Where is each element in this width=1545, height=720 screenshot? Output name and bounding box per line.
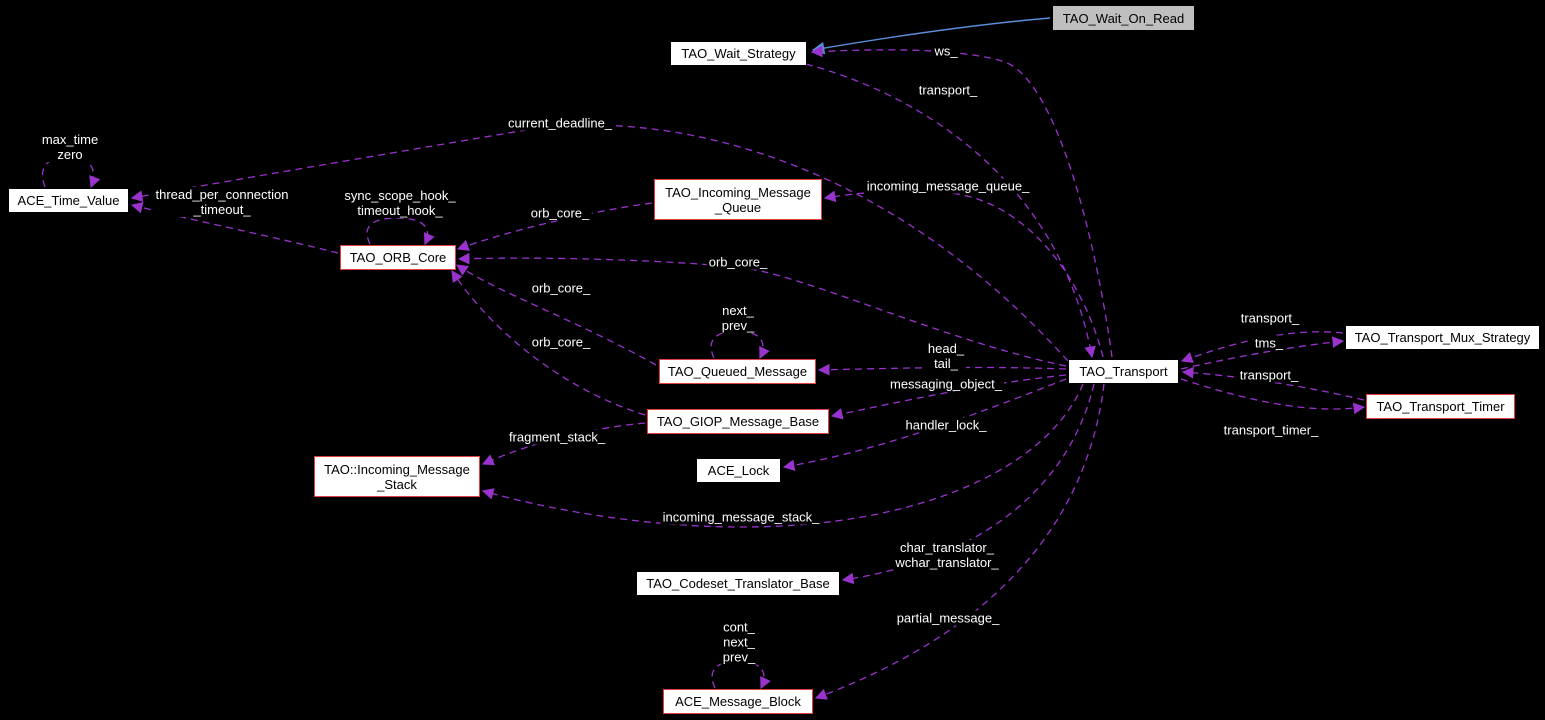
edge-orb-core-from-incoming-queue (456, 202, 653, 251)
edge-next-prev-self-loop (710, 330, 770, 360)
edge-label-thread-per-connection-timeout: thread_per_connection _timeout_ (153, 187, 291, 217)
edge-transport-from-timer (1181, 366, 1365, 401)
node-tao-queued-message[interactable]: TAO_Queued_Message (659, 359, 816, 384)
node-tao-codeset-translator-base[interactable]: TAO_Codeset_Translator_Base (636, 571, 840, 596)
node-tao-transport[interactable]: TAO_Transport (1068, 359, 1179, 384)
edge-label-partial-message: partial_message_ (894, 610, 1002, 626)
edge-label-current-deadline: current_deadline_ (505, 115, 615, 131)
edge-orb-core-from-queued-message (456, 264, 657, 366)
edge-label-transport-from-timer: transport_ (1237, 367, 1301, 383)
edge-label-transport-ws: transport_ (916, 82, 980, 98)
node-ace-time-value[interactable]: ACE_Time_Value (8, 188, 129, 213)
node-tao-giop-message-base[interactable]: TAO_GIOP_Message_Base (647, 409, 829, 434)
node-tao-incoming-message-stack[interactable]: TAO::Incoming_Message _Stack (314, 456, 480, 497)
edge-label-orb-core-from-transport: orb_core_ (706, 254, 770, 270)
edge-tms (1180, 336, 1345, 370)
node-tao-incoming-message-queue[interactable]: TAO_Incoming_Message _Queue (654, 179, 822, 220)
edge-current-deadline (130, 124, 1069, 362)
edge-label-tms: tms_ (1252, 335, 1286, 351)
edge-label-next-prev: next_ prev_ (719, 303, 757, 333)
node-tao-wait-on-read[interactable]: TAO_Wait_On_Read (1052, 5, 1195, 31)
edge-orb-core-self-loop (366, 217, 435, 246)
node-tao-wait-strategy[interactable]: TAO_Wait_Strategy (670, 41, 807, 66)
node-ace-message-block[interactable]: ACE_Message_Block (663, 689, 813, 714)
edge-incoming-message-queue (823, 190, 1104, 358)
edge-label-head-tail: head_ tail_ (925, 341, 967, 371)
edge-inheritance-wait-on-read (811, 17, 1051, 55)
edge-label-incoming-message-stack: incoming_message_stack_ (660, 509, 822, 525)
edge-label-char-wchar-translator: char_translator_ wchar_translator_ (893, 540, 1001, 570)
edge-cont-next-prev-self-loop (711, 660, 771, 690)
node-tao-transport-timer[interactable]: TAO_Transport_Timer (1366, 394, 1515, 419)
edge-transport-from-wait-strategy (805, 63, 1096, 359)
edge-max-time-zero-self-loop (41, 156, 101, 189)
edge-label-messaging-object: messaging_object_ (887, 376, 1005, 392)
edge-messaging-object (830, 374, 1067, 420)
edge-orb-core-from-giop (451, 270, 646, 416)
edge-orb-core-from-transport (457, 252, 1067, 367)
edge-label-max-time-zero: max_time zero (39, 132, 101, 162)
edge-label-orb-core-from-giop: orb_core_ (529, 334, 593, 350)
edge-label-incoming-message-queue: incoming_message_queue_ (864, 178, 1032, 194)
edge-transport-from-mux (1180, 331, 1344, 363)
edge-incoming-message-stack (481, 383, 1084, 528)
edge-label-orb-core-from-queue: orb_core_ (528, 205, 592, 221)
node-tao-orb-core[interactable]: TAO_ORB_Core (340, 245, 456, 270)
edge-partial-message (814, 383, 1105, 700)
edge-label-transport-timer: transport_timer_ (1221, 422, 1321, 438)
node-tao-transport-mux-strategy[interactable]: TAO_Transport_Mux_Strategy (1345, 325, 1540, 350)
edge-label-transport-from-mux: transport_ (1238, 310, 1302, 326)
edge-label-orb-core-from-queued-message: orb_core_ (529, 280, 593, 296)
edge-label-handler-lock: handler_lock_ (903, 417, 989, 433)
edge-label-sync-scope-hook: sync_scope_hook_ timeout_hook_ (342, 188, 458, 218)
node-ace-lock[interactable]: ACE_Lock (696, 458, 781, 483)
edge-label-fragment-stack: fragment_stack_ (506, 429, 608, 445)
edge-label-ws: ws_ (932, 43, 960, 59)
edge-label-cont-next-prev: cont_ next_ prev_ (720, 619, 758, 665)
